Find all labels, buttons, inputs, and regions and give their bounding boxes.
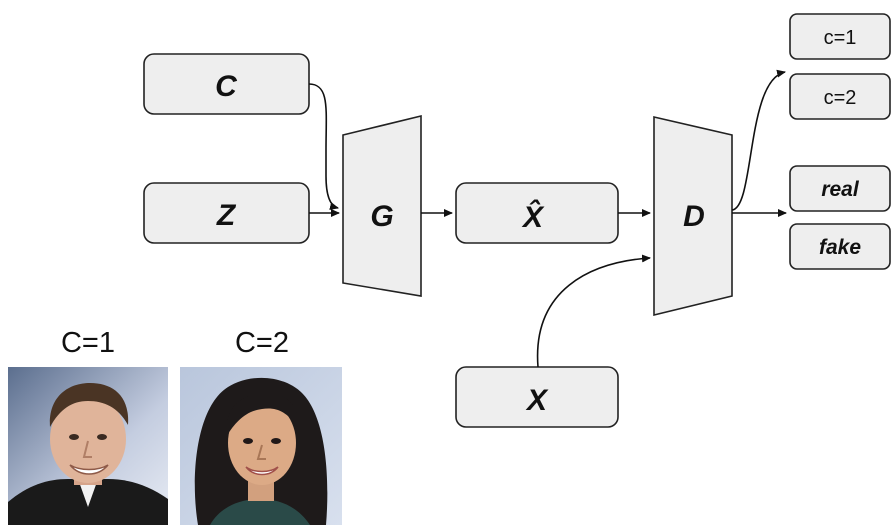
z-input-node: Z	[143, 182, 310, 244]
c-input-label: C	[215, 70, 238, 103]
c-input-node: C	[143, 53, 310, 115]
example-label-c2: C=2	[235, 327, 289, 359]
example-label-c1: C=1	[61, 327, 115, 359]
output-c2-label: c=2	[824, 87, 857, 109]
z-input-label: Z	[216, 199, 237, 232]
discriminator-node: D	[653, 115, 733, 317]
example-face-c2	[180, 367, 342, 525]
output-fake-node: fake	[789, 223, 891, 270]
discriminator-label: D	[683, 200, 705, 233]
edge-x-to-d	[536, 254, 651, 368]
generator-node: G	[342, 114, 422, 297]
output-c1-label: c=1	[824, 27, 857, 49]
edge-d-to-class	[731, 69, 786, 211]
x-real-node: X	[455, 366, 619, 428]
output-real-node: real	[789, 165, 891, 212]
output-fake-label: fake	[819, 236, 861, 259]
x-real-label: X	[525, 384, 549, 417]
output-c1-node: c=1	[789, 13, 891, 60]
generator-label: G	[370, 200, 393, 233]
x-hat-node: X̂	[455, 182, 619, 244]
example-face-c1	[8, 367, 168, 525]
output-c2-node: c=2	[789, 73, 891, 120]
x-hat-label: X̂	[521, 200, 545, 234]
edge-c-to-g	[308, 83, 339, 210]
output-real-label: real	[821, 178, 860, 201]
